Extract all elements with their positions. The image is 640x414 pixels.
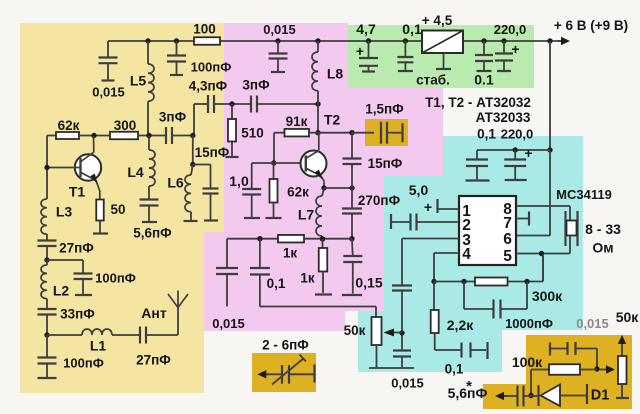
svg-text:T1: T1	[69, 184, 86, 200]
svg-text:8: 8	[503, 201, 512, 218]
svg-text:100пФ: 100пФ	[95, 271, 136, 286]
svg-text:5,0: 5,0	[409, 182, 429, 198]
svg-text:5,6пФ: 5,6пФ	[133, 226, 172, 241]
svg-text:220,0: 220,0	[501, 127, 534, 142]
svg-text:1000пФ: 1000пФ	[505, 316, 553, 331]
svg-text:L1: L1	[90, 338, 107, 354]
svg-text:MC34119: MC34119	[556, 187, 612, 202]
svg-text:L3: L3	[56, 204, 73, 220]
svg-text:L4: L4	[127, 164, 144, 180]
svg-text:L7: L7	[298, 207, 315, 223]
svg-text:1к: 1к	[283, 246, 298, 261]
svg-text:+: +	[524, 145, 532, 161]
svg-text:50к: 50к	[344, 323, 366, 338]
svg-text:270пФ: 270пФ	[358, 193, 401, 208]
svg-text:100пФ: 100пФ	[63, 356, 104, 371]
svg-text:+: +	[356, 43, 364, 59]
svg-text:6: 6	[503, 231, 512, 248]
svg-text:15пФ: 15пФ	[195, 145, 230, 160]
svg-text:Ом: Ом	[592, 240, 613, 256]
svg-text:2: 2	[462, 217, 471, 234]
svg-text:L6: L6	[167, 175, 184, 191]
svg-text:8 - 33: 8 - 33	[585, 221, 621, 237]
svg-text:+: +	[511, 41, 519, 57]
svg-text:стаб.: стаб.	[416, 73, 450, 88]
svg-text:1к: 1к	[300, 271, 315, 286]
svg-text:0,15: 0,15	[355, 275, 382, 291]
svg-text:4: 4	[462, 246, 471, 263]
svg-text:0.1: 0.1	[474, 72, 494, 88]
svg-text:0,015: 0,015	[263, 22, 296, 37]
svg-text:3: 3	[462, 232, 471, 249]
svg-text:50: 50	[110, 202, 125, 217]
svg-text:0,015: 0,015	[576, 316, 609, 331]
svg-text:15пФ: 15пФ	[368, 156, 403, 171]
svg-text:3пФ: 3пФ	[159, 110, 187, 125]
svg-text:*: *	[466, 378, 472, 395]
svg-text:4,3пФ: 4,3пФ	[189, 79, 228, 94]
svg-text:220,0: 220,0	[494, 22, 527, 37]
svg-text:0,015: 0,015	[391, 376, 424, 391]
svg-text:5: 5	[503, 248, 512, 265]
svg-text:+ 6 В (+9 В): + 6 В (+9 В)	[554, 18, 628, 33]
svg-text:27пФ: 27пФ	[136, 353, 171, 368]
svg-text:D1: D1	[591, 388, 610, 404]
svg-text:+ 4,5: + 4,5	[422, 13, 453, 28]
svg-text:Т1, Т2 - АТ32032: Т1, Т2 - АТ32032	[425, 95, 531, 110]
svg-text:2,2к: 2,2к	[447, 317, 474, 333]
svg-text:0,1: 0,1	[445, 362, 464, 377]
svg-text:АТ32033: АТ32033	[476, 110, 531, 125]
svg-text:Ант: Ант	[141, 305, 167, 321]
svg-text:3пФ: 3пФ	[242, 78, 270, 93]
svg-text:5,6пФ: 5,6пФ	[448, 385, 488, 401]
svg-text:300к: 300к	[532, 288, 563, 304]
svg-text:33пФ: 33пФ	[60, 307, 95, 322]
svg-text:0,015: 0,015	[92, 85, 125, 100]
svg-text:0,1: 0,1	[402, 21, 422, 37]
svg-text:91к: 91к	[286, 114, 308, 129]
svg-text:100пФ: 100пФ	[191, 60, 232, 75]
svg-text:L8: L8	[327, 66, 344, 82]
svg-text:7: 7	[503, 215, 512, 232]
svg-text:+: +	[424, 199, 432, 215]
svg-text:L5: L5	[130, 73, 147, 89]
svg-text:1,0: 1,0	[229, 173, 249, 189]
svg-text:300: 300	[114, 118, 137, 133]
svg-text:1: 1	[462, 203, 471, 220]
svg-text:0,1: 0,1	[477, 127, 496, 142]
svg-text:4,7: 4,7	[356, 21, 376, 37]
svg-text:50к: 50к	[616, 309, 640, 325]
svg-text:0,1: 0,1	[267, 276, 286, 291]
svg-text:100: 100	[193, 22, 216, 37]
svg-text:T2: T2	[324, 112, 341, 128]
svg-text:0,015: 0,015	[212, 316, 245, 331]
svg-text:510: 510	[241, 126, 264, 141]
svg-text:1,5пФ: 1,5пФ	[365, 102, 404, 117]
svg-text:62к: 62к	[58, 118, 80, 133]
svg-text:27пФ: 27пФ	[59, 241, 94, 256]
svg-text:2 - 6пФ: 2 - 6пФ	[262, 338, 309, 353]
svg-text:62к: 62к	[287, 185, 309, 200]
svg-text:L2: L2	[53, 283, 70, 299]
svg-text:100к: 100к	[512, 354, 543, 370]
